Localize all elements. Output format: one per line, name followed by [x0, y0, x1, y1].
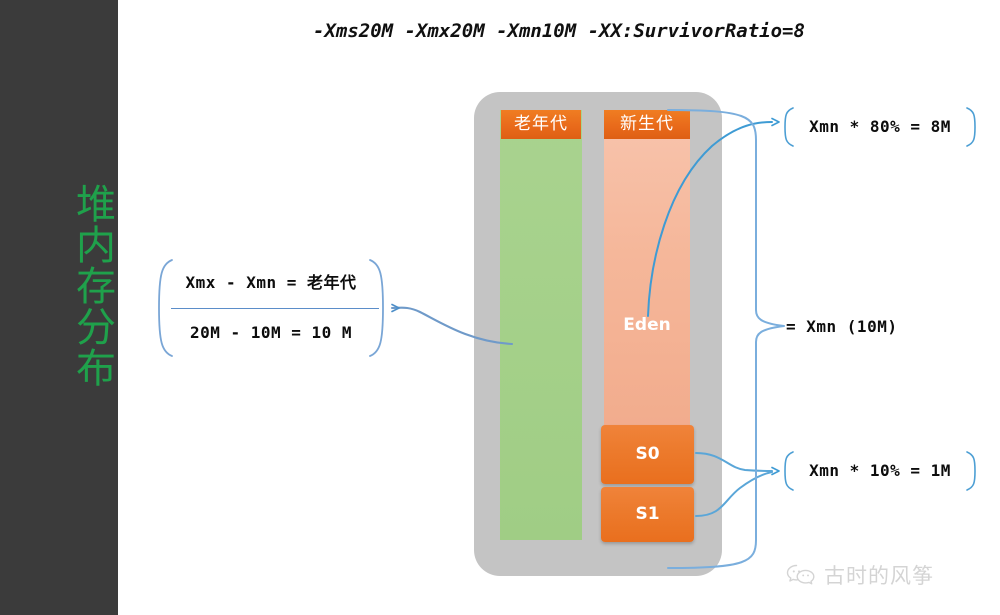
watermark-text: 古时的风筝 [824, 564, 934, 588]
top-right-bracket-open-icon [784, 107, 794, 147]
left-bracket-open-icon [158, 259, 173, 357]
survivor-block-s0: S0 [601, 425, 694, 484]
annotation-left-line-1: Xmx - Xmn = 老年代 [185, 273, 357, 292]
young-generation-column [604, 110, 690, 428]
sidebar-title: 堆内存分布 [69, 182, 115, 388]
annotation-young-generation-size-text: = Xmn (10M) [786, 317, 898, 336]
annotation-eden-size: Xmn * 80% = 8M [780, 106, 980, 148]
annotation-survivor-size: Xmn * 10% = 1M [780, 450, 980, 492]
page-title: -Xms20M -Xmx20M -Xmn10M -XX:SurvivorRati… [313, 20, 805, 42]
left-bracket-close-icon [369, 259, 384, 357]
old-generation-column [500, 110, 582, 540]
watermark: 古时的风筝 [786, 558, 934, 592]
survivor-block-s1: S1 [601, 487, 694, 542]
annotation-old-generation: Xmx - Xmn = 老年代 20M - 10M = 10 M [155, 258, 387, 358]
annotation-young-generation-size: = Xmn (10M) [786, 310, 956, 344]
wechat-icon [786, 564, 815, 585]
annotation-survivor-size-text: Xmn * 10% = 1M [809, 461, 951, 480]
top-right-bracket-close-icon [966, 107, 976, 147]
bottom-right-bracket-close-icon [966, 451, 976, 491]
annotation-left-line-2: 20M - 10M = 10 M [189, 323, 353, 342]
old-generation-badge: 老年代 [501, 110, 581, 139]
annotation-eden-size-text: Xmn * 80% = 8M [809, 117, 951, 136]
bottom-right-bracket-open-icon [784, 451, 794, 491]
annotation-left-divider [171, 308, 379, 309]
sidebar: 堆内存分布 [0, 0, 118, 615]
eden-label: Eden [623, 315, 671, 335]
young-generation-badge: 新生代 [604, 110, 690, 139]
